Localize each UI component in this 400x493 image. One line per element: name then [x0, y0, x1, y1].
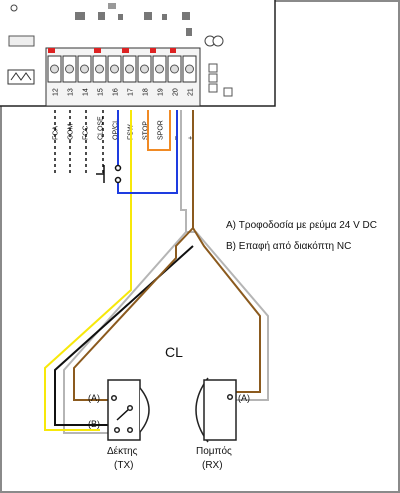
terminal-number: 13 — [68, 88, 75, 96]
terminal-label: + — [188, 136, 195, 140]
tx-name: Δέκτης — [107, 446, 138, 457]
wire-gray-rx — [186, 231, 269, 401]
wire-orange — [147, 110, 171, 151]
terminal-label: SPOR — [158, 120, 165, 140]
tx-pin-a: (A) — [88, 393, 100, 403]
wire-black-main — [54, 245, 194, 426]
wire-brown-rx — [192, 227, 261, 393]
terminals-layer: 12FCA13COM14FCC15CLOSE16OP/CL17FSW18STOP… — [47, 55, 197, 141]
terminal-number: 17 — [128, 88, 135, 96]
terminal-number: 21 — [188, 88, 195, 96]
terminal-number: 14 — [83, 88, 90, 96]
terminal-number: 16 — [113, 88, 120, 96]
terminal-number: 18 — [143, 88, 150, 96]
terminal-number: 15 — [98, 88, 105, 96]
terminal-label: CLOSE — [98, 116, 105, 140]
legend-b: B) Επαφή από διακόπτη NC — [226, 241, 352, 252]
terminal-label: FCA — [53, 126, 60, 140]
terminal-label: FCC — [83, 126, 90, 140]
legend-a: A) Τροφοδοσία με ρεύμα 24 V DC — [226, 220, 377, 231]
nc-switch-symbol — [96, 164, 122, 184]
rx-pin-a: (A) — [238, 393, 250, 403]
terminal-label: COM — [68, 124, 75, 141]
device-label: CL — [165, 344, 183, 360]
terminal-label: OP/CL — [113, 119, 120, 140]
tx-pin-b: (B) — [88, 419, 100, 429]
terminal-label: STOP — [143, 121, 150, 140]
rx-code: (RX) — [202, 460, 223, 471]
rx-name: Πομπός — [196, 446, 232, 457]
control-board — [0, 0, 276, 107]
terminal-number: 12 — [53, 88, 60, 96]
receiver-tx-device — [107, 379, 150, 441]
transmitter-rx-device — [195, 377, 237, 443]
terminal-21: 21 + — [182, 55, 197, 140]
wire-yellow — [44, 110, 132, 431]
wire-blue-b — [117, 110, 178, 194]
tx-code: (TX) — [114, 460, 134, 471]
terminal-number: 20 — [173, 88, 180, 96]
wires — [44, 110, 269, 434]
terminal-number: 19 — [158, 88, 165, 96]
